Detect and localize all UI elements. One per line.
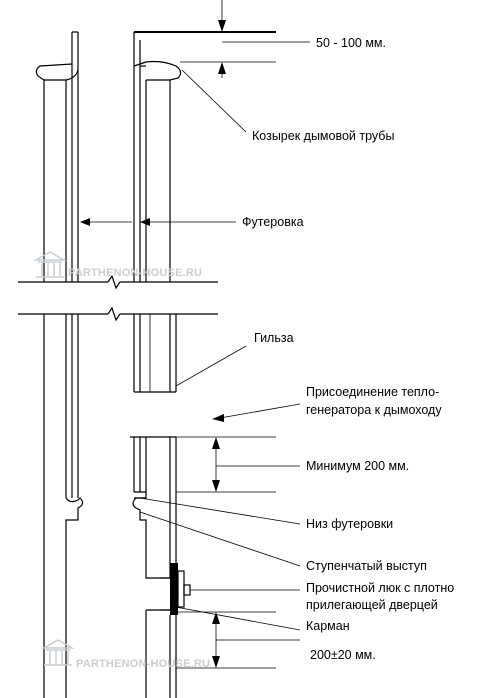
label-step: Ступенчатый выступ [306,559,427,573]
watermark-text: PARTHENON-HOUSE.RU [68,267,202,279]
label-lining-bottom: Низ футеровки [306,517,393,531]
label-minimum: Минимум 200 мм. [306,459,409,473]
label-gap: 50 - 100 мм. [316,36,386,50]
label-lining: Футеровка [242,215,304,229]
label-connection-line1: Присоединение тепло- [306,385,439,399]
temple-logo-icon [33,251,67,278]
watermark-bottom: PARTHENON-HOUSE.RU [41,639,210,670]
label-cleanout-line1: Прочистной люк с плотно [306,581,454,595]
dimension-minimum [176,436,300,493]
label-pocket: Карман [306,619,350,633]
label-cleanout-line2: прилегающей дверцей [306,598,438,612]
leader-lining [80,218,236,226]
label-sleeve: Гильза [254,331,294,345]
watermark-text: PARTHENON-HOUSE.RU [76,658,210,670]
leader-sleeve [175,345,247,387]
section-break [18,274,218,322]
label-pocket-depth: 200±20 мм. [310,648,376,662]
label-cap: Козырек дымовой трубы [252,129,394,143]
dimension-gap [140,0,310,78]
watermark-top: PARTHENON-HOUSE.RU [33,251,202,279]
leader-cap [181,69,247,133]
label-connection-line2: генератора к дымоходу [306,403,442,417]
lower-chimney [43,314,191,698]
leader-lining-bottom [139,497,301,525]
dimension-pocket [176,611,300,669]
leader-pocket [169,605,301,631]
temple-logo-icon [41,639,75,666]
upper-chimney [35,31,276,282]
leader-connection [212,403,301,422]
leader-step [139,511,301,567]
